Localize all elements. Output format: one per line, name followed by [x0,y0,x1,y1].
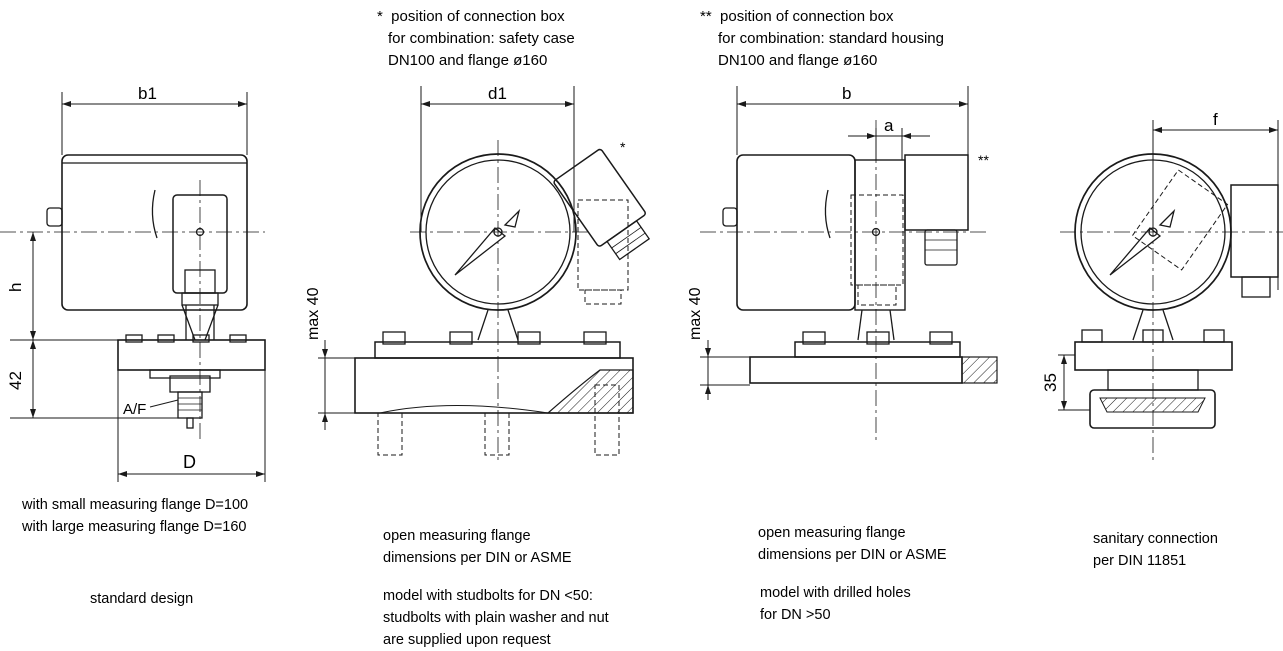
caption-studbolts-line2: dimensions per DIN or ASME [383,550,572,566]
dim-max40-label-2: max 40 [687,287,704,340]
caption-studbolts-line1: open measuring flange [383,528,531,544]
dim-a-label: a [884,116,894,135]
dim-h-label: h [6,283,25,292]
view-open-flange-drilled: b a ** max 40 [687,84,998,440]
dim-35-label: 35 [1041,373,1060,392]
dim-b-label: b [842,84,851,103]
caption-drilled-line2: dimensions per DIN or ASME [758,547,947,563]
dim-D-label: D [183,452,196,472]
caption-standard-line2: with large measuring flange D=160 [22,519,247,535]
dim-max40-label-1: max 40 [305,287,322,340]
caption-sanitary-line2: per DIN 11851 [1093,553,1187,569]
view-open-flange-studbolts: d1 * [305,84,651,460]
note-safety-case-line3: DN100 and flange ø160 [388,52,548,69]
note-standard-housing-line3: DN100 and flange ø160 [718,52,878,69]
note-safety-case-line2: for combination: safety case [388,30,575,47]
dim-b1-label: b1 [138,84,157,103]
note-standard-housing-line2: for combination: standard housing [718,30,944,47]
caption-drilled-line4: for DN >50 [760,607,831,623]
caption-standard-line1: with small measuring flange D=100 [22,497,249,513]
note-standard-housing-line1: ** position of connection box [700,8,894,25]
dim-f-label: f [1213,110,1218,129]
marker-double-1: ** [978,152,989,168]
caption-studbolts-line3: model with studbolts for DN <50: [383,588,593,604]
marker-single-1: * [620,139,626,155]
caption-studbolts-line5: are supplied upon request [383,632,551,648]
view-sanitary-connection: f 35 [1041,110,1283,460]
caption-standard-line3: standard design [90,591,194,607]
caption-drilled-line3: model with drilled holes [760,585,911,601]
caption-studbolts-line4: studbolts with plain washer and nut [383,610,609,626]
dim-42-label: 42 [6,371,25,390]
dim-d1-label: d1 [488,84,507,103]
caption-sanitary-line1: sanitary connection [1093,531,1218,547]
view-standard-design: b1 h 42 A/F [0,84,266,482]
dim-af-label: A/F [123,401,146,418]
note-safety-case-line1: * position of connection box [377,8,565,25]
caption-drilled-line1: open measuring flange [758,525,906,541]
